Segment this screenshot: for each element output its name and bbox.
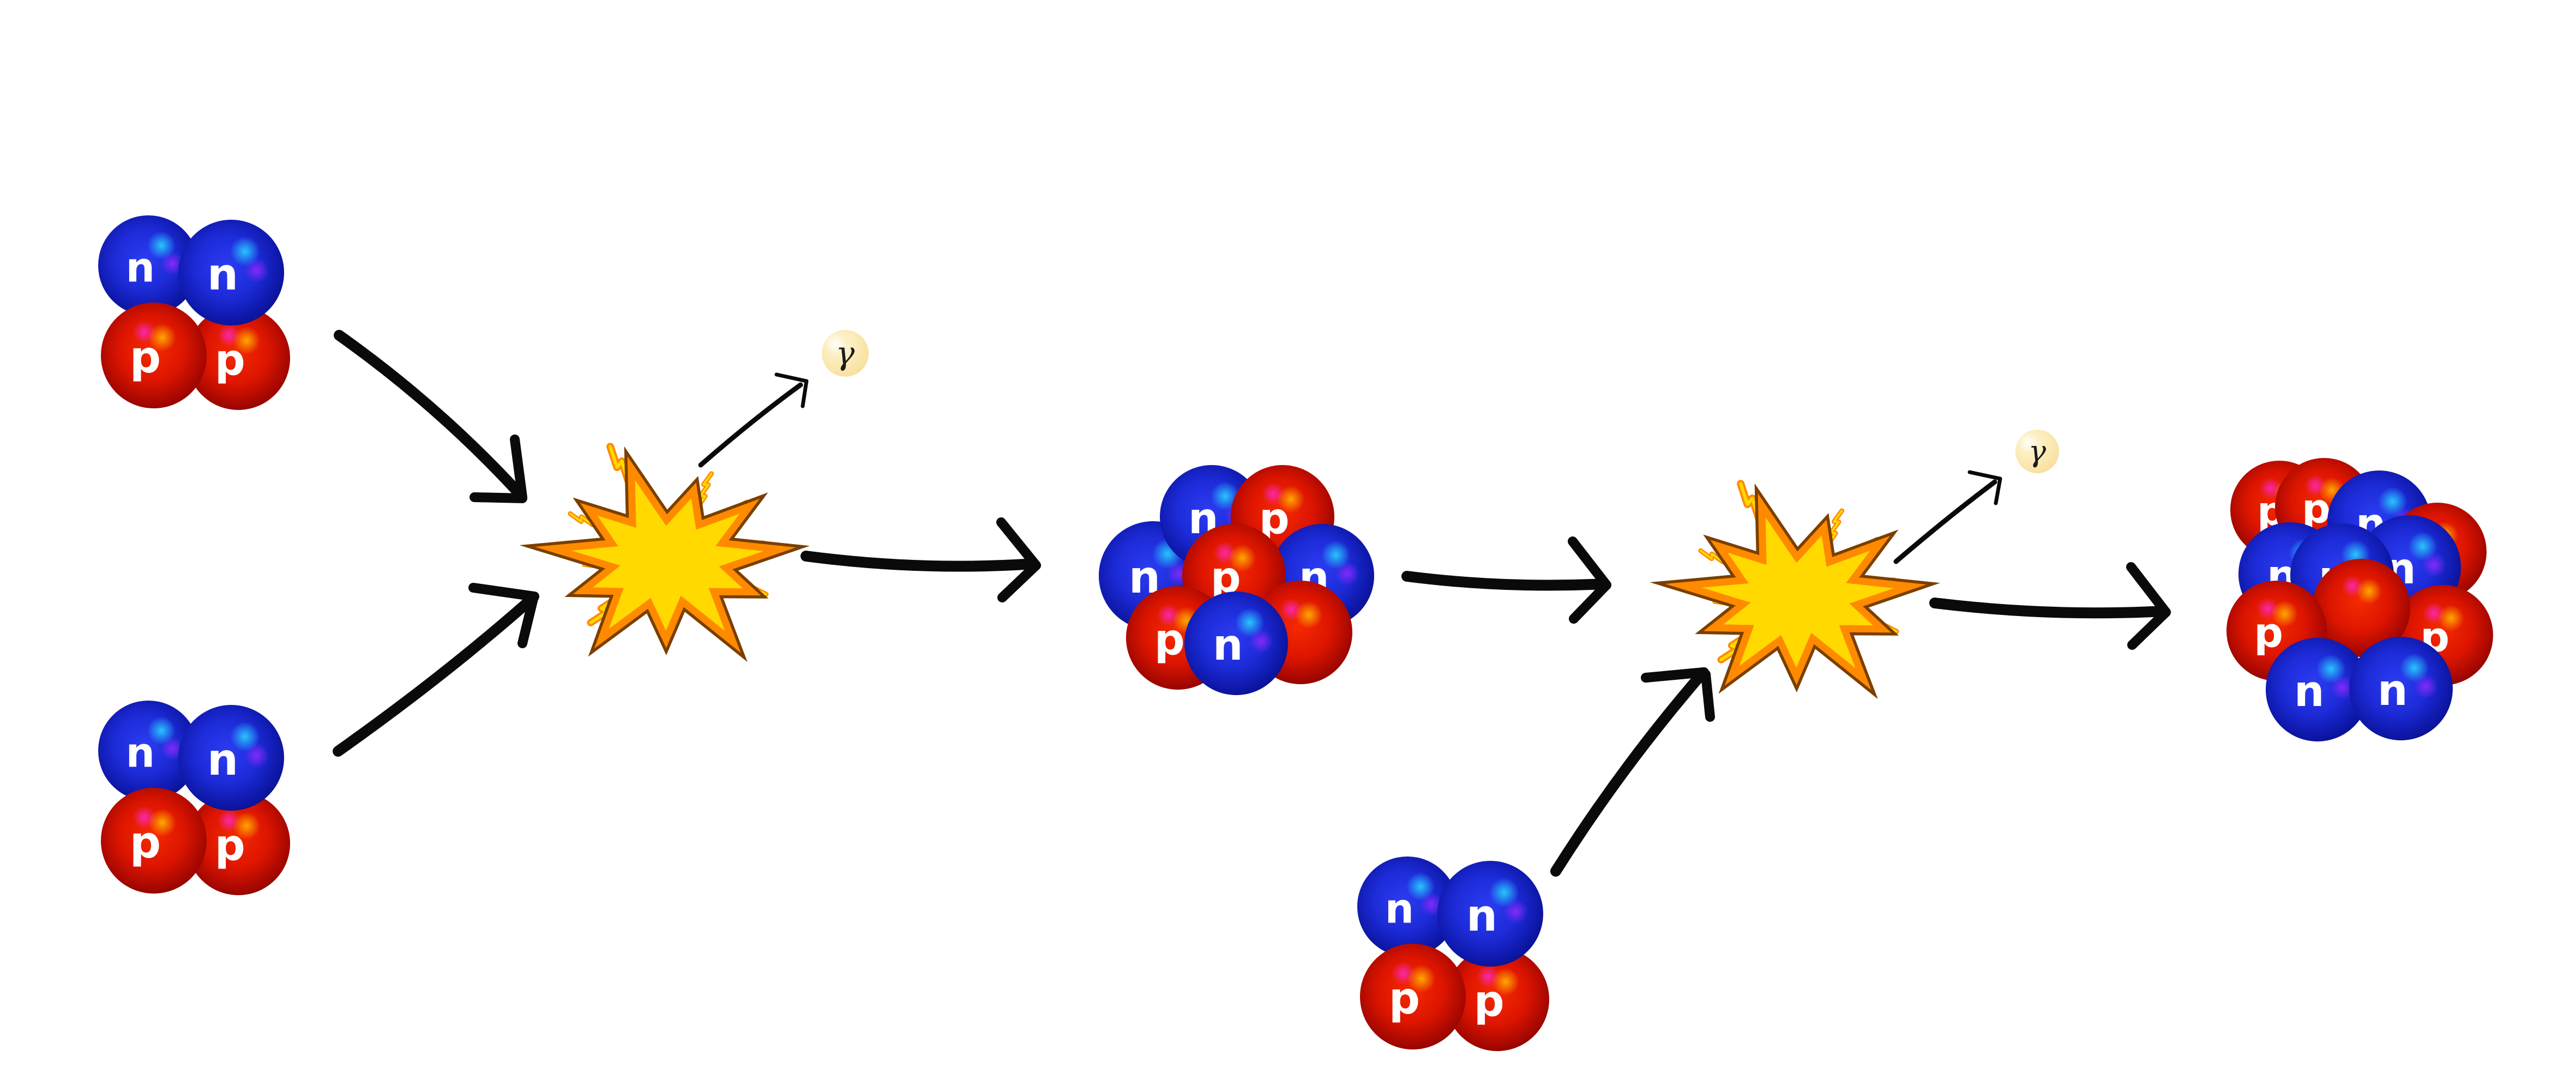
arrow-beryllium8-to-collision2-shaft: [1401, 571, 1610, 591]
gamma-symbol: γ: [2028, 434, 2047, 468]
arrow-collision1-to-beryllium8-shaft: [801, 551, 1039, 572]
explosion-star-icon: [534, 456, 796, 653]
proton-sphere: p: [101, 303, 207, 408]
neutron-label: n: [125, 243, 155, 292]
neutron-sphere: n: [2349, 637, 2453, 740]
arrow-collision1-to-beryllium8: [801, 517, 1041, 602]
proton-label: p: [1388, 973, 1421, 1024]
collision-burst-2-graphic: [1650, 480, 1941, 699]
arrow-collision1-to-beryllium8-head-barb: [997, 560, 1041, 602]
arrow-collision2-to-gamma2-head-barb: [1994, 476, 2002, 505]
arrow-alpha3-to-collision2-head-barb: [1701, 669, 1715, 722]
gamma-symbol: γ: [835, 335, 855, 372]
proton-label: p: [129, 331, 161, 383]
proton-label: p: [1473, 976, 1504, 1026]
explosion-star-icon: [1665, 493, 1927, 690]
arrow-collision2-to-carbon12: [1929, 562, 2171, 650]
neutron-sphere: n: [178, 705, 284, 811]
arrow-collision1-to-gamma1: [698, 372, 809, 468]
arrow-alpha1-to-collision1-head-barb: [470, 492, 527, 503]
arrow-collision1-to-gamma1-head-barb: [801, 379, 809, 408]
arrow-collision2-to-gamma2-shaft: [1893, 479, 1997, 564]
arrow-collision2-to-carbon12-shaft: [1929, 598, 2169, 619]
gamma-photon-2: γ: [2015, 430, 2059, 473]
neutron-sphere: n: [1184, 592, 1288, 695]
neutron-label: n: [2378, 666, 2408, 715]
proton-sphere: p: [1360, 944, 1466, 1049]
proton-label: p: [2254, 608, 2284, 657]
collision-burst-2: [1611, 446, 1982, 753]
neutron-label: n: [2294, 667, 2325, 716]
arrow-alpha3-to-collision2-head-barb: [1641, 667, 1709, 683]
arrow-alpha2-to-collision1-head-barb: [517, 594, 538, 648]
arrow-collision2-to-carbon12-head-barb: [2126, 562, 2171, 617]
neutron-label: n: [125, 728, 155, 777]
arrow-collision2-to-carbon12-head-barb: [2127, 607, 2171, 650]
proton-label: p: [129, 817, 161, 868]
proton-label: p: [1154, 615, 1185, 665]
neutron-sphere: n: [178, 220, 284, 325]
neutron-label: n: [1385, 884, 1414, 933]
neutron-label: n: [1466, 890, 1497, 941]
arrow-alpha3-to-collision2-shaft: [1550, 668, 1708, 877]
neutron-label: n: [1213, 620, 1243, 670]
neutron-sphere: n: [1437, 861, 1543, 967]
spark-bolt-icon: [695, 471, 714, 510]
arrow-alpha2-to-collision1-head-barb: [468, 583, 539, 601]
arrow-beryllium8-to-collision2: [1401, 536, 1611, 624]
arrow-beryllium8-to-collision2-head-barb: [1568, 536, 1611, 590]
neutron-label: n: [207, 249, 238, 300]
proton-label: p: [2302, 485, 2331, 533]
arrow-alpha1-to-collision1-head-barb: [510, 435, 527, 502]
collision-burst-1: [481, 409, 852, 716]
arrow-collision1-to-gamma1-head-barb: [774, 372, 809, 383]
arrow-collision2-to-gamma2: [1893, 470, 2002, 564]
gamma-photon-1: γ: [822, 330, 869, 377]
spark-bolt-icon: [1826, 508, 1845, 547]
proton-label: p: [214, 335, 245, 385]
arrow-alpha2-to-collision1-shaft: [333, 592, 539, 757]
arrow-alpha3-to-collision2: [1550, 667, 1715, 877]
arrow-alpha2-to-collision1: [333, 583, 539, 757]
arrow-alpha1-to-collision1-shaft: [334, 330, 525, 499]
arrow-alpha1-to-collision1: [334, 330, 527, 503]
collision-burst-1-graphic: [519, 443, 810, 662]
arrow-collision1-to-beryllium8-head-barb: [996, 517, 1041, 570]
proton-label: p: [214, 820, 245, 870]
neutron-label: n: [207, 734, 238, 785]
arrow-collision2-to-gamma2-head-barb: [1967, 470, 2002, 481]
proton-sphere: p: [101, 788, 207, 894]
arrow-beryllium8-to-collision2-head-barb: [1569, 580, 1611, 624]
arrow-collision1-to-gamma1-shaft: [698, 382, 803, 468]
